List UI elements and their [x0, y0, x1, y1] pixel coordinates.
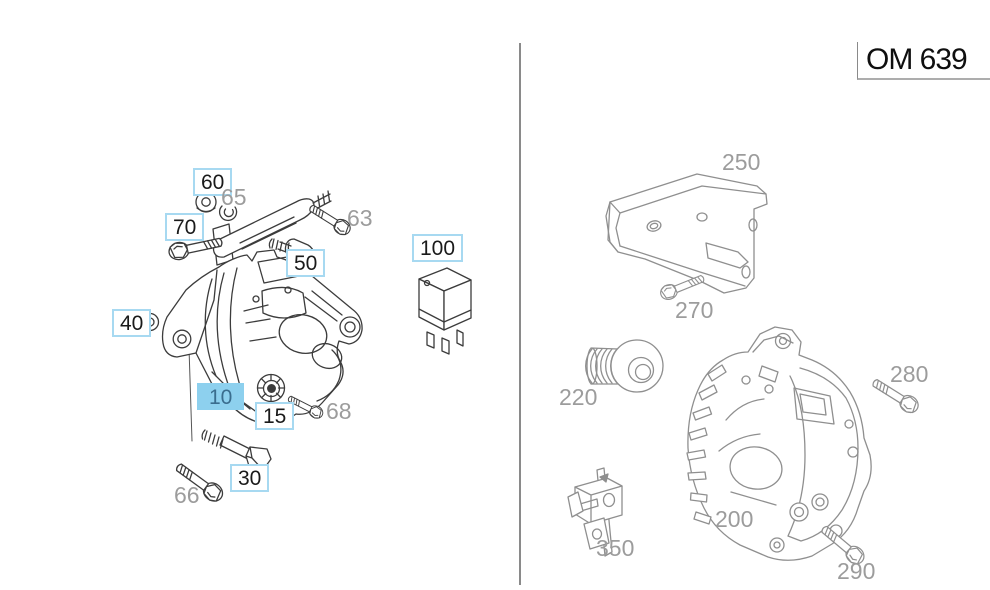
callout-270[interactable]: 270: [675, 297, 714, 323]
callout-50[interactable]: 50: [286, 249, 326, 277]
callout-10[interactable]: 10: [197, 383, 245, 410]
callout-350[interactable]: 350: [596, 535, 635, 561]
nut-15-art: [256, 373, 286, 403]
callout-66[interactable]: 66: [174, 482, 200, 508]
left-panel-art: [140, 190, 472, 506]
callout-100[interactable]: 100: [412, 234, 464, 262]
relay-100-art: [418, 267, 472, 355]
right-panel-art: [567, 173, 922, 568]
engine-model-badge: OM 639: [857, 42, 990, 80]
callout-70[interactable]: 70: [165, 213, 205, 241]
callout-280[interactable]: 280: [890, 361, 929, 387]
callout-63[interactable]: 63: [347, 205, 373, 231]
callout-40[interactable]: 40: [112, 309, 152, 337]
callout-65[interactable]: 65: [221, 184, 247, 210]
callout-15[interactable]: 15: [255, 402, 295, 430]
bracket-350-art: [567, 467, 623, 557]
washer-65-art: [218, 205, 238, 222]
pulley-220-art: [585, 339, 664, 393]
callout-60[interactable]: 60: [193, 168, 233, 196]
panel-divider: [519, 43, 521, 585]
bracket-250-art: [605, 173, 768, 294]
callout-220[interactable]: 220: [559, 384, 598, 410]
engine-model-label: OM 639: [866, 43, 968, 76]
callout-250[interactable]: 250: [722, 149, 761, 175]
callout-200[interactable]: 200: [715, 506, 754, 532]
callout-68[interactable]: 68: [326, 398, 352, 424]
callout-290[interactable]: 290: [837, 558, 876, 584]
callout-30[interactable]: 30: [230, 464, 270, 492]
